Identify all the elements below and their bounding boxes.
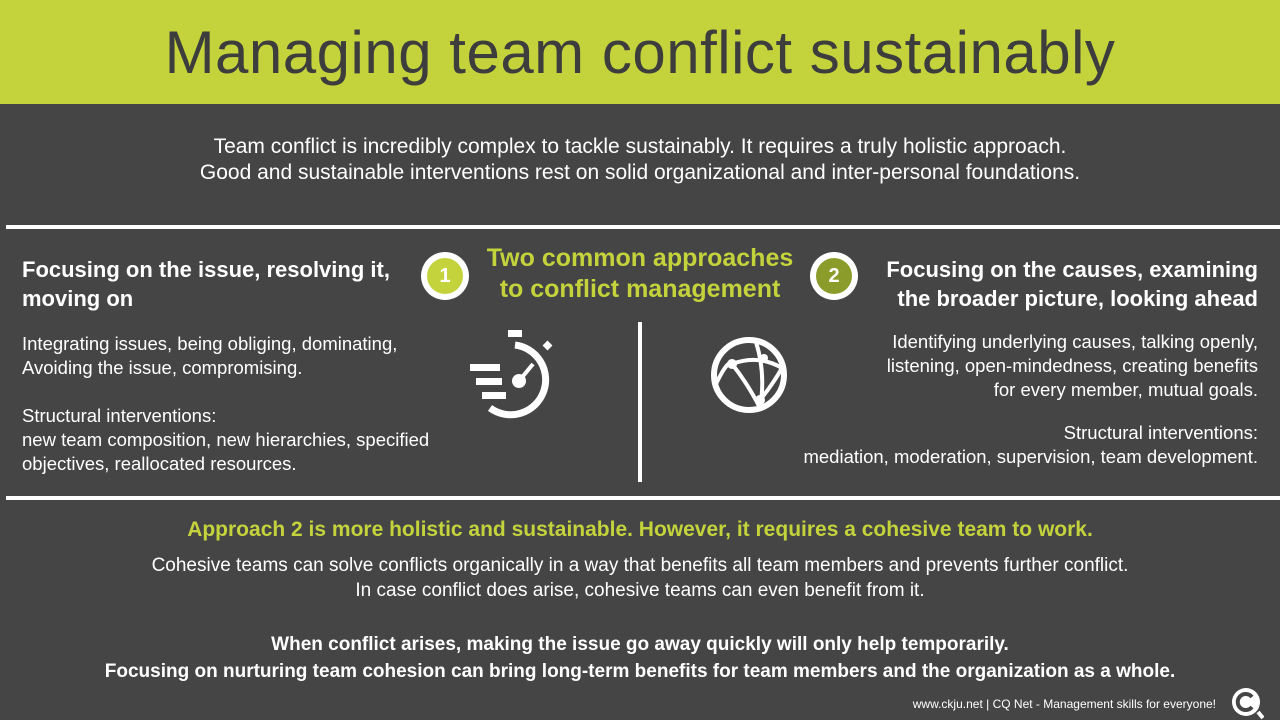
text-line: Avoiding the issue, compromising.	[22, 357, 303, 378]
vertical-divider	[638, 322, 642, 482]
heading-line: the broader picture, looking ahead	[897, 286, 1258, 311]
header-banner: Managing team conflict sustainably	[0, 0, 1280, 104]
approach2-heading: Focusing on the causes, examining the bro…	[886, 255, 1258, 313]
center-title: Two common approaches to conflict managem…	[470, 243, 810, 305]
summary-conclusion: When conflict arises, making the issue g…	[0, 631, 1280, 685]
text-line: for every member, mutual goals.	[993, 379, 1258, 400]
summary-highlight: Approach 2 is more holistic and sustaina…	[187, 518, 1093, 541]
footer-credit: www.ckju.net | CQ Net - Management skill…	[912, 697, 1216, 711]
text-line: Focusing on nurturing team cohesion can …	[104, 661, 1176, 682]
center-title-line: Two common approaches	[486, 244, 794, 272]
approach1-text: Integrating issues, being obliging, domi…	[22, 332, 397, 380]
text-line: new team composition, new hierarchies, s…	[22, 429, 430, 450]
intro-text: Team conflict is incredibly complex to t…	[0, 134, 1280, 186]
center-title-line: to conflict management	[499, 275, 781, 303]
approach2-structural: Structural interventions: mediation, mode…	[803, 421, 1258, 469]
badge-number: 1	[427, 258, 463, 294]
text-line: listening, open-mindedness, creating ben…	[886, 355, 1258, 376]
text-line: In case conflict does arise, cohesive te…	[355, 580, 925, 601]
badge-1: 1	[421, 252, 469, 300]
badge-number: 2	[816, 258, 852, 294]
divider	[6, 496, 1280, 500]
approach1-structural: Structural interventions: new team compos…	[22, 404, 429, 476]
stopwatch-icon	[470, 330, 553, 419]
intro-line: Good and sustainable interventions rest …	[199, 161, 1081, 184]
heading-line: moving on	[22, 286, 134, 311]
text-line: Structural interventions:	[1063, 422, 1258, 443]
heading-line: Focusing on the causes, examining	[886, 257, 1258, 282]
text-line: When conflict arises, making the issue g…	[271, 634, 1009, 655]
approach2-text: Identifying underlying causes, talking o…	[887, 330, 1258, 402]
badge-2: 2	[810, 252, 858, 300]
network-globe-icon	[711, 337, 787, 413]
summary-text: Cohesive teams can solve conflicts organ…	[0, 553, 1280, 603]
cq-logo-icon	[1232, 688, 1264, 720]
text-line: objectives, reallocated resources.	[22, 453, 297, 474]
text-line: Integrating issues, being obliging, domi…	[22, 333, 398, 354]
text-line: Structural interventions:	[22, 405, 217, 426]
heading-line: Focusing on the issue, resolving it,	[22, 257, 390, 282]
text-line: mediation, moderation, supervision, team…	[803, 446, 1258, 467]
intro-line: Team conflict is incredibly complex to t…	[213, 135, 1067, 158]
text-line: Identifying underlying causes, talking o…	[892, 331, 1258, 352]
divider	[6, 225, 1280, 229]
text-line: Cohesive teams can solve conflicts organ…	[151, 555, 1129, 576]
approach1-heading: Focusing on the issue, resolving it, movi…	[22, 255, 390, 313]
page-title: Managing team conflict sustainably	[164, 18, 1116, 86]
